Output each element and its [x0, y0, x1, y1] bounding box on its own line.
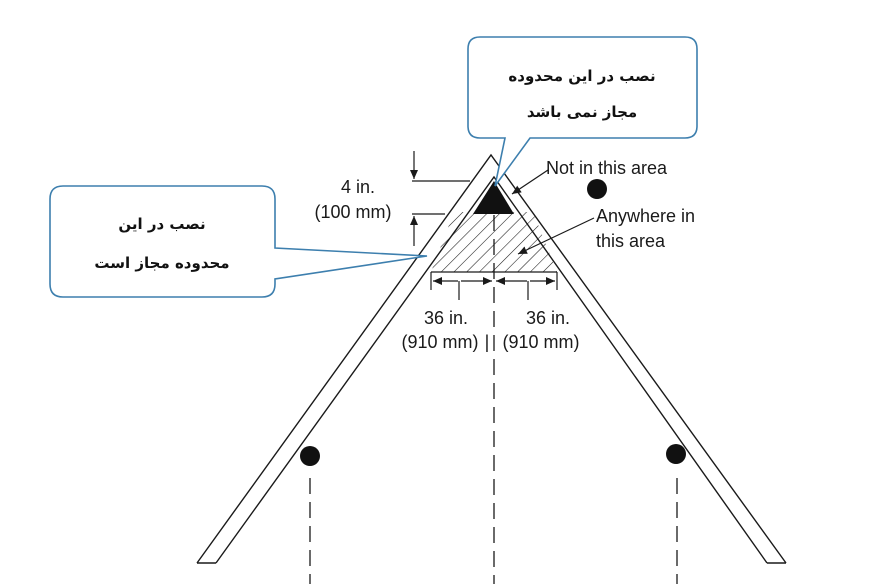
- height-dimension: [410, 151, 470, 246]
- callout-permitted-line1: نصب در این: [118, 215, 205, 233]
- callout-permitted: نصب در این محدوده مجاز است: [49, 185, 428, 298]
- detector-dot-top-right: [587, 179, 607, 199]
- left-distance-mm: (910 mm): [401, 332, 478, 352]
- center-separator: |: [485, 332, 490, 352]
- left-distance-in: 36 in.: [424, 308, 468, 328]
- roof-outline: [196, 153, 787, 564]
- callout-not-permitted-line1: نصب در این محدوده: [508, 67, 655, 85]
- anywhere-label-line1: Anywhere in: [596, 206, 695, 226]
- horizontal-dimension-left: [430, 272, 492, 300]
- height-label-in: 4 in.: [341, 177, 375, 197]
- forbidden-zone-triangle: [473, 181, 514, 214]
- not-in-area-label: Not in this area: [546, 158, 668, 178]
- detector-dot-right: [666, 444, 686, 464]
- roof-outer-edge: [196, 153, 787, 564]
- anywhere-label-line2: this area: [596, 231, 666, 251]
- callout-not-permitted: نصب در این محدوده مجاز نمی باشد: [467, 36, 698, 187]
- roof-inner-edge: [215, 175, 768, 564]
- not-in-area-leader: [511, 169, 549, 195]
- horizontal-dimension-right: [496, 272, 558, 300]
- detector-dot-left: [300, 446, 320, 466]
- right-distance-mm: (910 mm): [502, 332, 579, 352]
- right-distance-in: 36 in.: [526, 308, 570, 328]
- callout-permitted-line2: محدوده مجاز است: [94, 254, 229, 272]
- height-label-mm: (100 mm): [314, 202, 391, 222]
- callout-not-permitted-line2: مجاز نمی باشد: [527, 103, 637, 121]
- anywhere-leader: [517, 217, 595, 255]
